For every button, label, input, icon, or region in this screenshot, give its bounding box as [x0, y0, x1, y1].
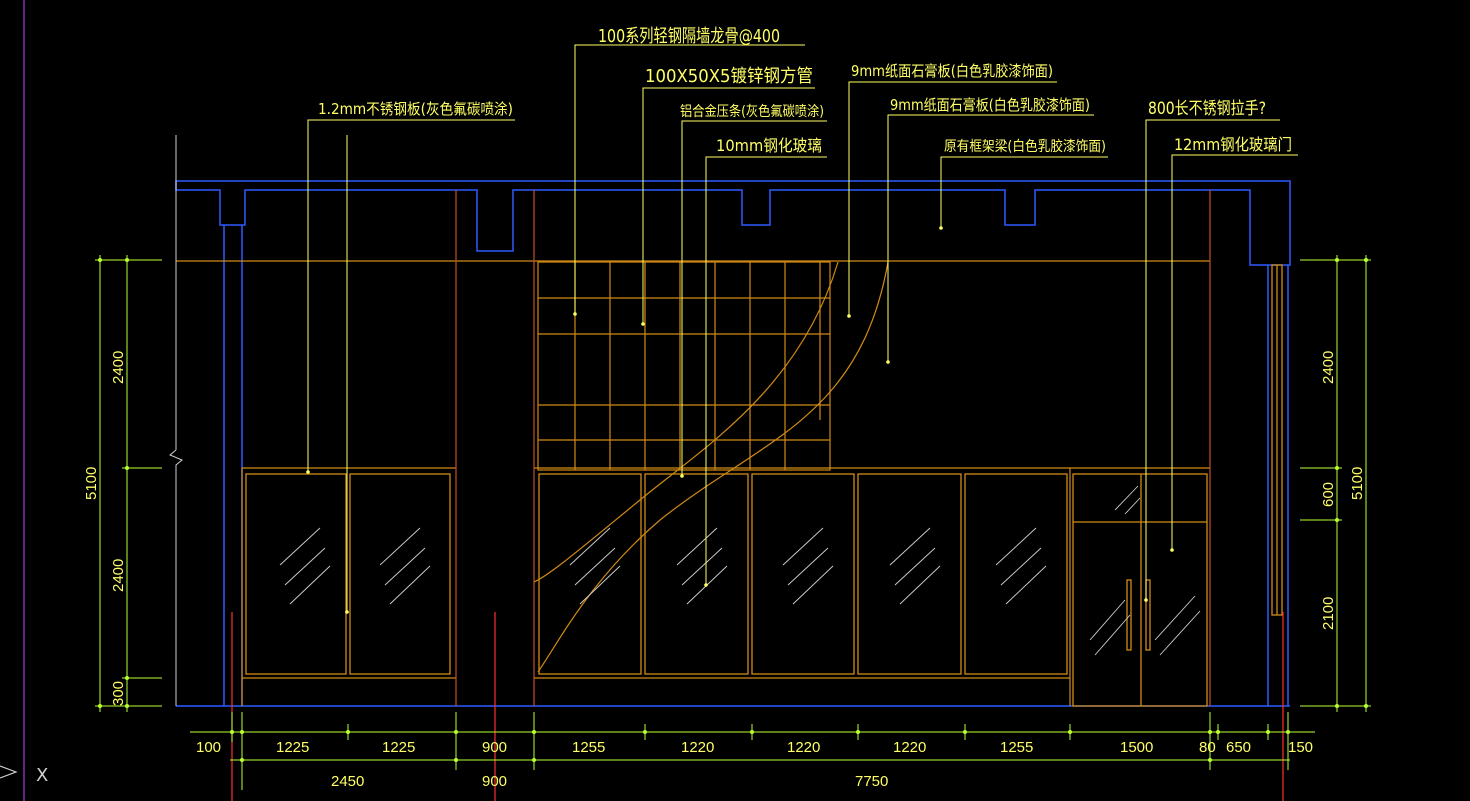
dim-1220-a: 1220 [681, 739, 714, 756]
glass-hatch [279, 485, 1201, 656]
dim-2450: 2450 [331, 773, 364, 790]
dim-1255-b: 1255 [1000, 739, 1033, 756]
dim-right-upper: 2400 [1320, 351, 1337, 384]
dim-900-total: 900 [482, 773, 507, 790]
dim-150: 150 [1288, 739, 1313, 756]
dim-1255-a: 1255 [572, 739, 605, 756]
right-dimensions: 2400 600 2100 5100 [1320, 351, 1366, 630]
dim-left-total: 5100 [83, 467, 100, 500]
structure-outline [175, 180, 1291, 707]
break-line [169, 135, 183, 706]
dim-1220-c: 1220 [893, 739, 926, 756]
partition-frame [176, 190, 1211, 706]
dim-1225-a: 1225 [276, 739, 309, 756]
left-dimensions: 5100 2400 2400 300 [83, 351, 127, 706]
annotation-tube: 100X50X5镀锌钢方管 [645, 66, 813, 87]
dim-80: 80 [1199, 739, 1216, 756]
annotation-gypsum-a: 9mm纸面石膏板(白色乳胶漆饰面) [851, 62, 1053, 80]
annotation-door12: 12mm钢化玻璃门 [1174, 135, 1292, 154]
ucs-x-label: X [36, 765, 48, 786]
annotation-handle: 800长不锈钢拉手? [1148, 99, 1266, 119]
dim-1500: 1500 [1120, 739, 1153, 756]
leader-dots [306, 226, 1174, 614]
annotation-alu-strip: 铝合金压条(灰色氟碳喷涂) [680, 103, 824, 120]
bottom-dimension-row-2: 2450 900 7750 [331, 773, 888, 790]
dim-900: 900 [482, 739, 507, 756]
annotation-steel-plate: 1.2mm不锈钢板(灰色氟碳喷涂) [318, 100, 513, 118]
annotation-beam: 原有框架梁(白色乳胶漆饰面) [944, 138, 1106, 155]
dim-100: 100 [196, 739, 221, 756]
ucs-icon: X [0, 765, 48, 786]
annotation-gypsum-b: 9mm纸面石膏板(白色乳胶漆饰面) [890, 96, 1090, 114]
dim-1225-b: 1225 [382, 739, 415, 756]
dim-right-lower: 2100 [1320, 597, 1337, 630]
annotation-glass10: 10mm钢化玻璃 [716, 136, 822, 155]
bottom-dimension-row-1: 100 1225 1225 900 1255 1220 1220 1220 12… [196, 739, 1313, 756]
dimension-dots [98, 258, 1368, 762]
dim-650: 650 [1226, 739, 1251, 756]
annotation-stud: 100系列轻钢隔墙龙骨@400 [598, 26, 780, 47]
dim-left-upper: 2400 [110, 351, 127, 384]
leader-lines [307, 44, 1298, 612]
dim-1220-b: 1220 [787, 739, 820, 756]
annotations: 100系列轻钢隔墙龙骨@400 100X50X5镀锌钢方管 9mm纸面石膏板(白… [318, 26, 1292, 155]
dimension-lines [95, 255, 1371, 761]
dim-left-base: 300 [110, 681, 127, 706]
glass-panels [245, 264, 1283, 707]
axis-marks [231, 612, 1284, 801]
dim-right-total: 5100 [1349, 467, 1366, 500]
dim-left-lower: 2400 [110, 559, 127, 592]
dim-right-mid: 600 [1320, 482, 1337, 507]
dim-7750: 7750 [855, 773, 888, 790]
